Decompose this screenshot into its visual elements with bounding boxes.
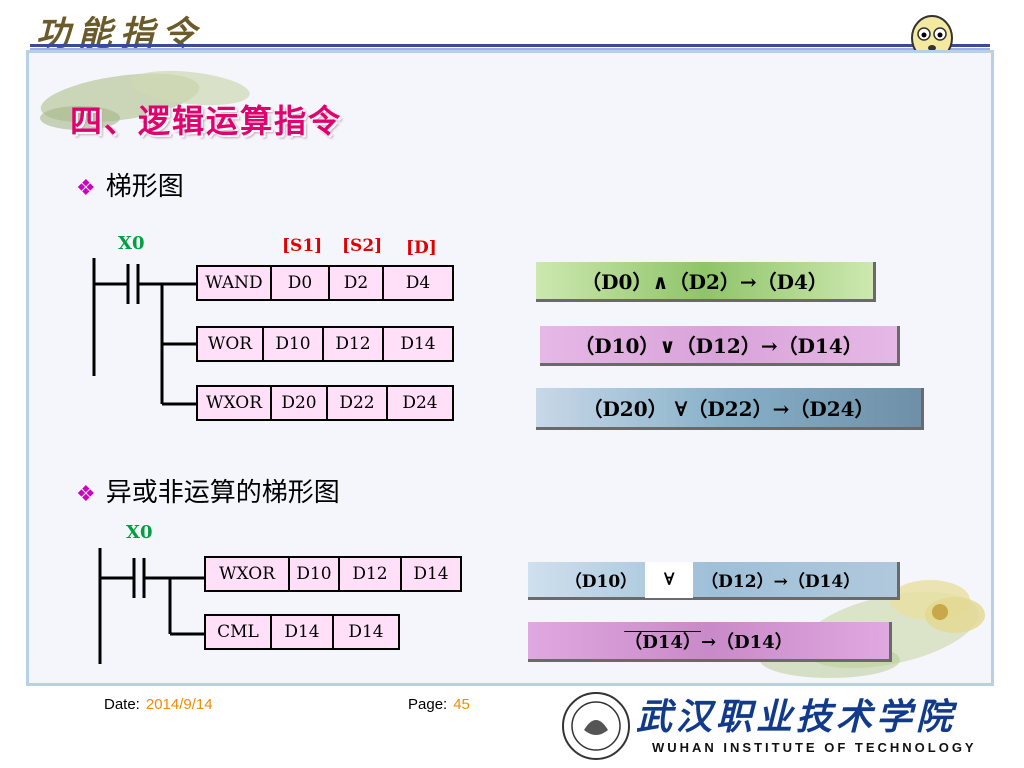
instruction-operand: D12 (324, 328, 384, 360)
instruction-wxor: WXOR D20 D22 D24 (196, 385, 454, 421)
footer-page: Page: 45 (408, 696, 470, 713)
leaf-decoration-icon (40, 70, 250, 130)
page-value: 45 (453, 696, 470, 713)
instruction-operand: D22 (328, 387, 388, 419)
school-seal-icon (562, 692, 630, 760)
operand-label-s1: [S1] (282, 236, 323, 256)
bullet-xnor-ladder-diagram: ❖ 异或非运算的梯形图 (76, 472, 340, 509)
section-title: 四、逻辑运算指令 (70, 102, 343, 140)
instruction-wor: WOR D10 D12 D14 (196, 326, 454, 362)
instruction-opcode: WOR (198, 328, 264, 360)
instruction-opcode: WXOR (206, 558, 290, 590)
school-name-cn: 武汉职业技术学院 (636, 696, 957, 738)
equation-xnor-right: （D12）→（D14） (701, 572, 861, 592)
xor-operator: ∀ (645, 561, 694, 598)
instruction-opcode: WAND (198, 267, 272, 299)
header-divider-light (30, 48, 990, 50)
operand-label-s2: [S2] (342, 236, 383, 256)
instruction-opcode: CML (206, 616, 272, 648)
instruction-cml: CML D14 D14 (204, 614, 400, 650)
operand-label-d: [D] (406, 238, 437, 258)
contact-label: X0 (126, 522, 153, 543)
equation-and: （D0）∧（D2）→（D4） (536, 262, 876, 302)
instruction-opcode: WXOR (198, 387, 272, 419)
equation-xor: （D20） ∀（D22）→（D24） (536, 388, 924, 430)
bullet-ladder-diagram: ❖ 梯形图 (76, 166, 184, 203)
bullet-label: 异或非运算的梯形图 (105, 478, 340, 508)
instruction-operand: D14 (348, 622, 384, 642)
instruction-operand: D10 (264, 328, 324, 360)
school-name-en: WUHAN INSTITUTE OF TECHNOLOGY (652, 740, 977, 755)
date-label: Date: (104, 696, 140, 713)
instruction-operand: D2 (330, 267, 384, 299)
equation-cml: （D14） →（D14） (528, 622, 892, 662)
page-label: Page: (408, 696, 448, 713)
instruction-operand: D4 (405, 273, 431, 293)
instruction-operand: D14 (400, 334, 436, 354)
footer-date: Date: 2014/9/14 (104, 696, 213, 713)
diamond-bullet-icon: ❖ (76, 176, 96, 201)
equation-xnor-left: （D10） (564, 572, 638, 592)
instruction-operand: D10 (290, 558, 340, 590)
instruction-wxor-2: WXOR D10 D12 D14 (204, 556, 462, 592)
instruction-wand: WAND D0 D2 D4 (196, 265, 454, 301)
equation-cml-complement: （D14） (624, 631, 701, 653)
equation-cml-rest: →（D14） (700, 631, 793, 653)
instruction-operand: D12 (340, 558, 402, 590)
header-divider (30, 44, 990, 47)
equation-xnor: （D10） ∀ （D12）→（D14） (528, 561, 900, 600)
instruction-operand: D14 (272, 616, 334, 648)
instruction-operand: D0 (272, 267, 330, 299)
diamond-bullet-icon: ❖ (76, 482, 96, 507)
date-value: 2014/9/14 (145, 696, 213, 713)
instruction-operand: D24 (402, 393, 438, 413)
instruction-operand: D14 (413, 564, 449, 584)
header-title: 功能指令 (36, 14, 204, 54)
bullet-label: 梯形图 (105, 172, 184, 202)
equation-or: （D10）∨（D12）→（D14） (540, 326, 900, 366)
instruction-operand: D20 (272, 387, 328, 419)
contact-label: X0 (118, 233, 145, 254)
